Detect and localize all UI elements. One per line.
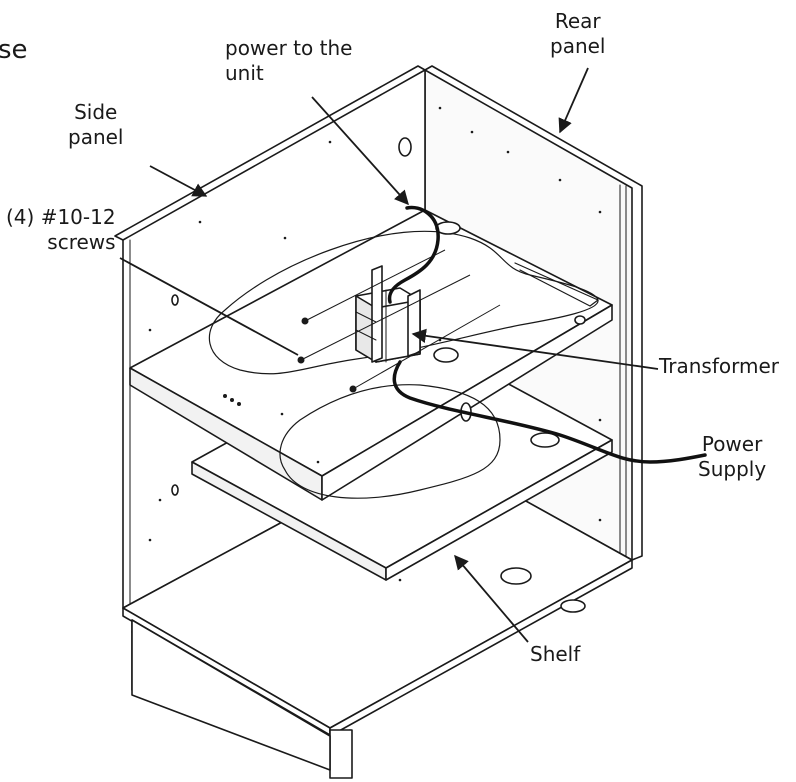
panel-detail-marks (148, 106, 602, 582)
label-rear-panel: Rear panel (550, 9, 606, 59)
label-line: panel (68, 125, 124, 149)
leg (131, 619, 331, 771)
arrow-power-to-unit (311, 96, 409, 206)
transformer (355, 265, 421, 363)
label-line: (4) #10-12 (6, 205, 116, 229)
arrow-side-panel (149, 165, 208, 197)
label-power-to-unit: power to the unit (225, 36, 352, 86)
cut-heading: se (0, 35, 28, 65)
label-line: Rear (554, 9, 601, 33)
label-transformer: Transformer (659, 354, 780, 378)
label-line: power to the (225, 36, 353, 60)
shelf-cutout (279, 384, 501, 499)
label-line: unit (225, 61, 264, 85)
arrow-screws (119, 257, 299, 356)
label-line: Side (74, 100, 118, 124)
label-screws: (4) #10-12 screws (6, 205, 116, 255)
screw-points (297, 317, 357, 393)
arrow-rear-panel (558, 67, 589, 134)
label-side-panel: Side panel (68, 100, 124, 150)
power-cables (387, 205, 707, 464)
label-line: screws (47, 230, 116, 254)
label-line: panel (550, 34, 606, 58)
label-power-supply: Power Supply (698, 432, 766, 482)
arrow-transformer (411, 328, 659, 370)
label-line: Supply (698, 457, 767, 481)
label-line: Power (701, 432, 763, 456)
label-shelf: Shelf (530, 642, 581, 666)
arrow-shelf (454, 554, 529, 643)
